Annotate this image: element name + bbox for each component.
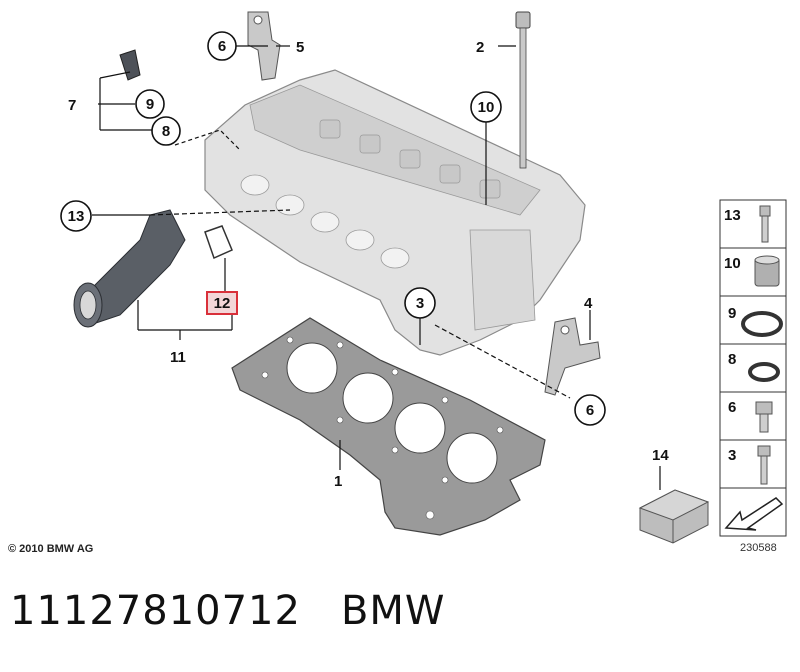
callout-8-label: 8 — [162, 123, 170, 140]
part-14-box: 14 — [638, 447, 710, 544]
head-gasket — [231, 317, 546, 536]
arrow-icon — [724, 497, 784, 531]
callout-6-top-label: 6 — [218, 38, 226, 55]
callout-6-top: 6 — [207, 31, 237, 61]
callout-10-label: 10 — [478, 99, 495, 116]
legend-panel: 13 10 9 8 6 3 — [719, 199, 787, 537]
bolt-3-icon — [757, 445, 771, 485]
callout-14-label: 14 — [652, 447, 669, 464]
callout-6-bottom-label: 6 — [586, 402, 594, 419]
legend-9-label: 9 — [728, 305, 736, 322]
gasket-ring-12 — [204, 225, 233, 260]
callout-10: 10 — [470, 91, 502, 123]
callout-11-label: 11 — [170, 349, 186, 366]
legend-10-label: 10 — [724, 255, 741, 272]
callout-6-bottom: 6 — [574, 394, 606, 426]
sleeve-10-icon — [754, 255, 780, 287]
footer: 11127810712 BMW — [10, 588, 485, 634]
coolant-outlet-pipe — [73, 209, 186, 328]
diagram-number: 230588 — [740, 542, 777, 554]
bolt-13-icon — [759, 205, 771, 243]
callout-9-label: 9 — [146, 96, 154, 113]
callout-8: 8 — [151, 116, 181, 146]
brand-name: BMW — [340, 588, 446, 634]
callout-5-label: 5 — [296, 39, 304, 56]
leader-lines — [92, 45, 591, 470]
copyright-text: © 2010 BMW AG — [8, 543, 94, 555]
callout-12-label: 12 — [214, 295, 231, 312]
callout-9: 9 — [135, 89, 165, 119]
callout-3: 3 — [404, 287, 436, 319]
o-ring-8-icon — [748, 362, 780, 382]
long-bolt — [515, 11, 531, 169]
part-number: 11127810712 — [10, 588, 301, 634]
sensor — [119, 49, 141, 81]
callout-12-highlighted: 12 — [206, 291, 238, 315]
callout-13-label: 13 — [68, 208, 85, 225]
cylinder-head — [204, 69, 586, 356]
callout-3-label: 3 — [416, 295, 424, 312]
callout-13: 13 — [60, 200, 92, 232]
legend-6-label: 6 — [728, 399, 736, 416]
legend-3-label: 3 — [728, 447, 736, 464]
o-ring-9-icon — [741, 311, 783, 337]
bolt-6-icon — [755, 401, 773, 433]
bracket-right — [544, 317, 601, 396]
legend-8-label: 8 — [728, 351, 736, 368]
callout-2-label: 2 — [476, 39, 484, 56]
callout-4-label: 4 — [584, 295, 593, 312]
callout-7-label: 7 — [68, 97, 76, 114]
callout-1-label: 1 — [334, 473, 342, 490]
legend-13-label: 13 — [724, 207, 741, 224]
